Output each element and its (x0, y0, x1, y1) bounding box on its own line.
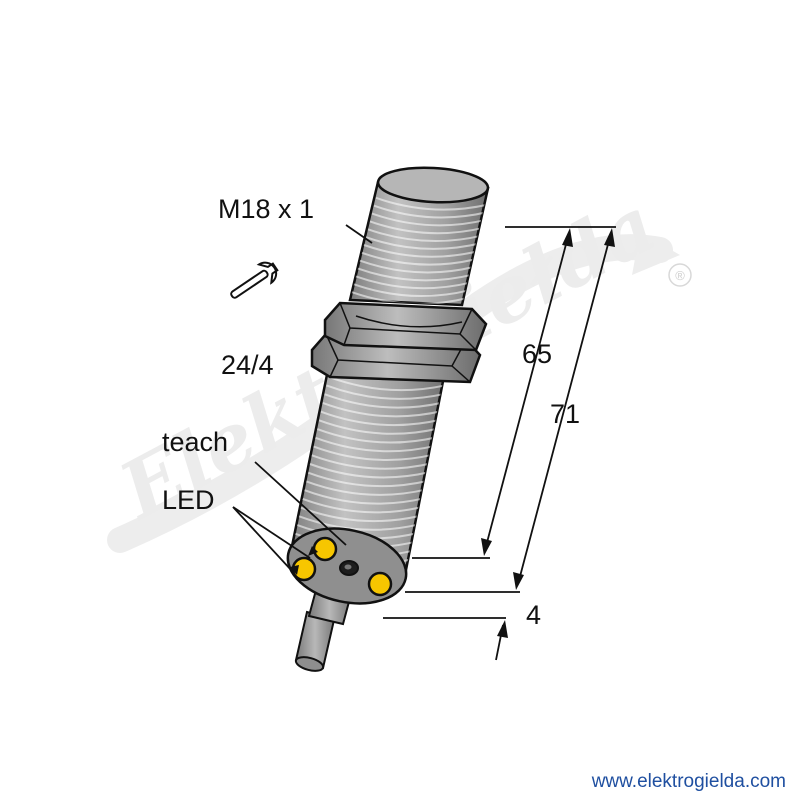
teach-label: teach (162, 427, 228, 457)
thread-groove (361, 251, 478, 266)
dim-label-71: 71 (550, 399, 580, 429)
thread-groove (315, 436, 436, 453)
led-leader-lower (232, 506, 293, 572)
led-upper (312, 536, 338, 562)
dim-line-71 (517, 232, 612, 585)
thread-groove (326, 384, 446, 400)
wrench-size-label: 24/4 (221, 350, 274, 380)
thread-groove (327, 375, 446, 392)
dimension-arrows (481, 228, 615, 638)
thread-groove (316, 428, 438, 444)
thread-leader (345, 224, 373, 244)
thread-groove (353, 283, 470, 297)
thread-groove (306, 480, 427, 496)
sensing-face (376, 166, 490, 204)
thread-groove (375, 196, 488, 211)
thread-groove (313, 445, 434, 461)
registered-icon (668, 263, 692, 287)
led-leader-upper (232, 506, 311, 559)
thread-groove (318, 419, 440, 435)
sensor-upper-body (348, 166, 490, 307)
thread-label: M18 x 1 (218, 194, 314, 224)
thread-groove (359, 259, 476, 274)
thread-groove (365, 236, 482, 250)
hex-nut-upper (323, 301, 488, 352)
thread-groove (300, 506, 422, 523)
led-label: LED (162, 485, 215, 515)
leader-lines (232, 224, 373, 572)
thread-groove (298, 515, 420, 531)
end-cap (286, 527, 408, 605)
thread-groove (311, 454, 433, 470)
wrench-icon (230, 261, 279, 299)
thread-groove (302, 497, 423, 514)
dim-label-65: 65 (522, 339, 552, 369)
thread-groove (322, 401, 443, 418)
thread-groove (363, 244, 480, 258)
registered-mark: ® (675, 268, 685, 283)
site-url[interactable]: www.elektrogielda.com (591, 771, 786, 792)
thread-groove (309, 463, 431, 479)
dim-line-65 (484, 232, 570, 551)
thread-groove (304, 489, 425, 505)
thread-groove (324, 393, 445, 409)
teach-leader (254, 461, 347, 546)
dim-label-4: 4 (526, 600, 541, 630)
thread-groove (357, 267, 474, 282)
dimension-lines (383, 226, 616, 661)
led-right (367, 571, 393, 597)
thread-groove (369, 220, 486, 235)
thread-groove (307, 471, 429, 488)
thread-groove (320, 410, 442, 427)
thread-groove (355, 275, 472, 290)
thread-groove (373, 204, 488, 219)
thread-groove (367, 228, 484, 242)
thread-groove (371, 212, 488, 227)
